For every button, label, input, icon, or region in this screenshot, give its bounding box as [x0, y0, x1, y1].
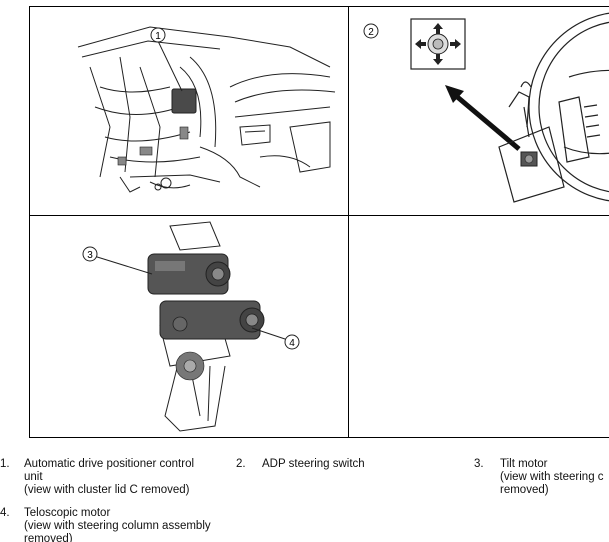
legend-item-3: 3. Tilt motor (view with steering c remo… [474, 458, 609, 508]
switch-detail-box [410, 18, 466, 70]
panel-steering-switch: 2 [349, 7, 609, 215]
legend-number: 3. [474, 458, 484, 470]
panel-empty [349, 216, 609, 438]
svg-text:1: 1 [155, 31, 161, 42]
svg-text:2: 2 [368, 27, 374, 38]
dashboard-illustration: 1 [77, 26, 336, 193]
panel-column-motors: 3 4 [30, 216, 348, 438]
tilt-motor [147, 253, 231, 295]
figure-frame: 1 2 [29, 6, 609, 438]
steering-wheel-illustration: 2 [363, 12, 609, 203]
legend-item-4: 4. Teloscopic motor (view with steering … [0, 507, 240, 542]
legend-text: Tilt motor [500, 458, 548, 470]
legend-text: Teloscopic motor [24, 507, 111, 519]
panel-divider-vertical [348, 7, 349, 437]
callout-3: 3 [82, 246, 98, 262]
legend-text: (view with steering c [500, 471, 604, 483]
callout-1: 1 [150, 27, 166, 43]
telescopic-motor [159, 300, 265, 340]
callout-2: 2 [363, 23, 379, 39]
legend-item-2: 2. ADP steering switch [236, 458, 436, 478]
svg-text:3: 3 [87, 250, 93, 261]
legend-text: ADP steering switch [262, 458, 365, 470]
panel-divider-horizontal [30, 215, 609, 216]
legend-text: (view with steering column assembly [24, 520, 211, 532]
legend-number: 4. [0, 507, 10, 519]
callout-4: 4 [284, 334, 300, 350]
legend-number: 1. [0, 458, 10, 470]
legend-text: removed) [24, 533, 73, 542]
legend-text: (view with cluster lid C removed) [24, 484, 190, 496]
pointer-arrow [445, 85, 521, 151]
legend-text: unit [24, 471, 43, 483]
legend-number: 2. [236, 458, 246, 470]
legend-text: removed) [500, 484, 549, 496]
steering-column-illustration: 3 4 [82, 221, 300, 432]
svg-text:4: 4 [289, 338, 295, 349]
legend-text: Automatic drive positioner control [24, 458, 195, 470]
panel-control-unit: 1 [30, 7, 348, 215]
legend-item-1: 1. Automatic drive positioner control un… [0, 458, 230, 518]
